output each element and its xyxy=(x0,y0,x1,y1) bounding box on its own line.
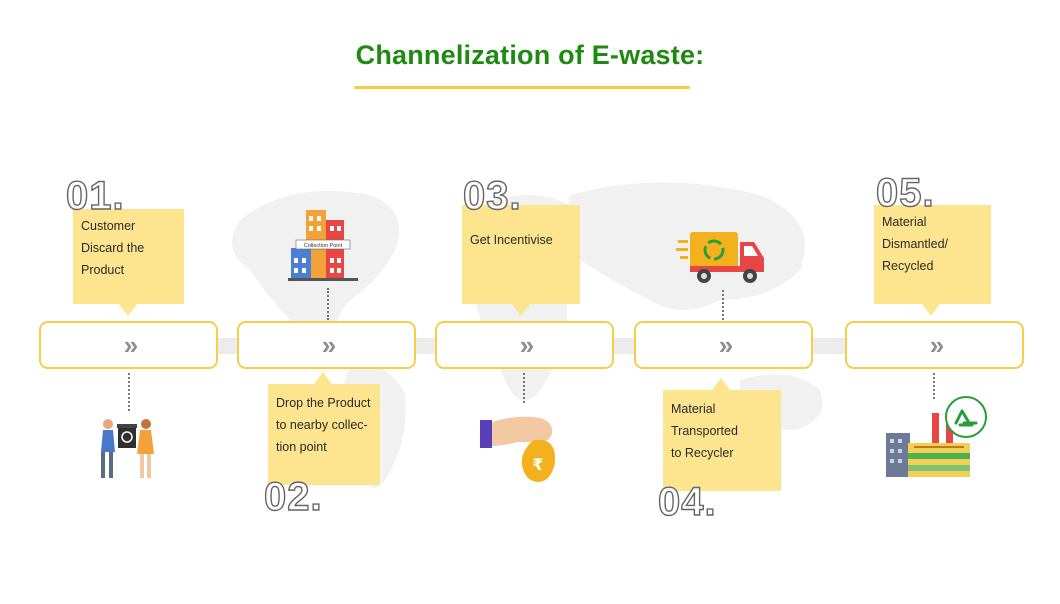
step-4-line-1: Material xyxy=(671,402,716,416)
collection-point-sign: Collection Point xyxy=(304,243,343,249)
connector-3-4 xyxy=(613,338,635,354)
step-3-dotted-line xyxy=(523,373,525,403)
step-3-note-pointer xyxy=(512,304,530,316)
step-4-pill: » xyxy=(634,321,813,369)
step-4-line-2: Transported xyxy=(671,424,738,438)
connector-2-3 xyxy=(415,338,437,354)
step-1-line-1: Customer xyxy=(81,219,136,233)
page-title: Channelization of E-waste: xyxy=(355,40,705,70)
hand-rupee-money-bag-icon: ₹ xyxy=(480,416,556,482)
title-underline xyxy=(354,86,690,89)
recycle-truck-icon xyxy=(676,232,764,283)
step-2-note-pointer xyxy=(314,372,332,384)
step-2-note: Drop the Product to nearby collec- tion … xyxy=(268,384,380,485)
connector-1-2 xyxy=(217,338,239,354)
step-4-note-pointer xyxy=(712,378,730,390)
step-5-line-1: Material xyxy=(882,215,927,229)
collection-point-building-icon: Collection Point xyxy=(288,210,358,281)
step-3-line-1: Get Incentivise xyxy=(470,233,553,247)
step-1-dotted-line xyxy=(128,373,130,411)
step-5-note: Material Dismantled/ Recycled xyxy=(874,205,991,304)
chevron-right-icon: » xyxy=(123,330,139,360)
step-1-line-3: Product xyxy=(81,263,125,277)
step-5-pill: » xyxy=(845,321,1024,369)
step-1-note: Customer Discard the Product xyxy=(73,209,184,304)
connector-4-5 xyxy=(812,338,847,354)
step-5-number: 05. xyxy=(875,171,935,215)
step-2-pill: » xyxy=(237,321,416,369)
step-2-number: 02. xyxy=(263,475,323,519)
step-5-line-3: Recycled xyxy=(882,259,934,273)
step-1-line-2: Discard the xyxy=(81,241,145,255)
step-2-dotted-line xyxy=(327,288,329,320)
step-5-line-2: Dismantled/ xyxy=(882,237,948,251)
recycling-factory-icon xyxy=(886,396,987,477)
step-2-line-3: tion point xyxy=(276,440,327,454)
step-3-pill: » xyxy=(435,321,614,369)
step-1-number: 01. xyxy=(65,174,125,218)
chevron-right-icon: » xyxy=(321,330,337,360)
step-1-note-pointer xyxy=(119,304,137,316)
step-4-number: 04. xyxy=(657,480,717,524)
step-4-note: Material Transported to Recycler xyxy=(663,390,781,491)
step-5-dotted-line xyxy=(933,373,935,399)
chevron-right-icon: » xyxy=(718,330,734,360)
step-1-pill: » xyxy=(39,321,218,369)
step-5-note-pointer xyxy=(922,304,940,316)
step-2-line-1: Drop the Product xyxy=(276,396,371,410)
chevron-right-icon: » xyxy=(929,330,945,360)
step-3-note: Get Incentivise xyxy=(462,205,580,304)
rupee-symbol: ₹ xyxy=(532,455,543,474)
step-3-number: 03. xyxy=(462,174,522,218)
step-2-line-2: to nearby collec- xyxy=(276,418,368,432)
chevron-right-icon: » xyxy=(519,330,535,360)
step-4-dotted-line xyxy=(722,290,724,320)
step-4-line-3: to Recycler xyxy=(671,446,734,460)
people-with-ewaste-bin-icon xyxy=(101,419,154,478)
